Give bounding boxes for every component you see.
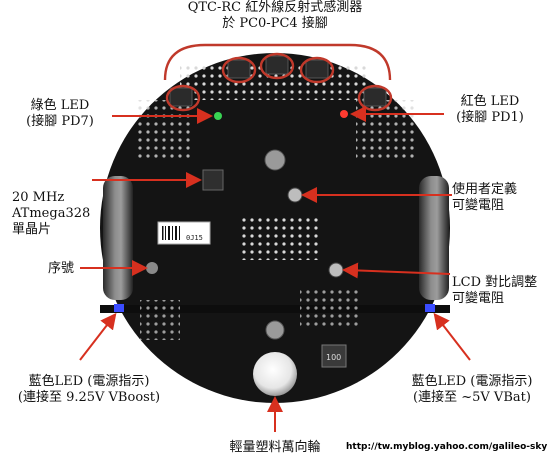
lcd-pot-label-line2: 可變電阻 [452, 291, 505, 306]
capacitor [321, 344, 347, 368]
ir-sensor [169, 87, 193, 107]
barcode [162, 226, 180, 240]
screw-top [264, 149, 286, 171]
hole-array-lower [300, 290, 360, 330]
board-rim [100, 305, 450, 313]
screw-bottom [265, 320, 285, 340]
green-led [214, 112, 222, 120]
caster-label-text: 輕量塑料萬向輪 [229, 440, 321, 455]
green-led-label-line1: 綠色 LED [30, 98, 90, 113]
serial-sticker-text: 0J15 [186, 234, 203, 242]
sensor-title-line2: 於 PC0-PC4 接腳 [222, 16, 328, 31]
ir-sensor [305, 59, 329, 79]
green-led-label: 綠色 LED (接腳 PD7) [10, 98, 110, 130]
robot-board: 0J15 100 [100, 53, 450, 403]
website-link[interactable]: http://tw.myblog.yahoo.com/galileo-sky [346, 442, 548, 452]
caster-label: 輕量塑料萬向輪 [215, 440, 335, 456]
ir-sensor [363, 87, 387, 107]
red-led [340, 110, 348, 118]
mcu-label-line3: 單晶片 [12, 222, 52, 237]
red-led-label-line1: 紅色 LED [460, 94, 520, 109]
ir-sensor [265, 55, 289, 75]
blue-led-right-label-line1: 藍色LED (電源指示) [411, 374, 533, 389]
lcd-pot-label-line1: LCD 對比調整 [452, 275, 538, 290]
arrow-blue-led-right [433, 312, 471, 361]
blue-led-right-label-line2: (連接至 ~5V VBat) [413, 390, 531, 405]
blue-led-left-label: 藍色LED (電源指示) (連接至 9.25V VBoost) [4, 374, 174, 406]
blue-led-right [425, 304, 435, 312]
right-wheel [419, 176, 449, 300]
user-trimpot [287, 187, 303, 203]
left-wheel [103, 176, 133, 300]
capacitor-marking: 100 [326, 353, 341, 362]
blue-led-left-label-line2: (連接至 9.25V VBoost) [17, 390, 161, 405]
arrow-lcd-pot [342, 262, 451, 279]
sensor-title: QTC-RC 紅外線反射式感測器 於 PC0-PC4 接腳 [175, 0, 375, 32]
arrow-blue-led-left [79, 312, 117, 361]
ir-sensor [227, 59, 251, 79]
mcu-label-line2: ATmega328 [12, 206, 91, 221]
atmega328-chip [202, 169, 224, 191]
serial-label-text: 序號 [48, 261, 75, 276]
sensor-bracket [163, 43, 392, 81]
sensor-highlight [163, 43, 393, 112]
blue-led-left [114, 304, 124, 312]
mcu-label: 20 MHz ATmega328 單晶片 [12, 190, 102, 238]
blue-led-right-label: 藍色LED (電源指示) (連接至 ~5V VBat) [396, 374, 548, 406]
caster-ball [253, 352, 297, 396]
callout-arrows [79, 106, 471, 432]
blue-led-left-label-line1: 藍色LED (電源指示) [28, 374, 150, 389]
lcd-pot-label: LCD 對比調整 可變電阻 [452, 275, 547, 307]
user-pot-label: 使用者定義 可變電阻 [452, 182, 547, 214]
red-led-label: 紅色 LED (接腳 PD1) [440, 94, 540, 126]
green-led-label-line2: (接腳 PD7) [26, 114, 94, 129]
red-led-label-line2: (接腳 PD1) [456, 110, 524, 125]
user-pot-label-line2: 可變電阻 [452, 198, 505, 213]
serial-label: 序號 [48, 261, 88, 277]
sensor-title-line1: QTC-RC 紅外線反射式感測器 [187, 0, 363, 15]
user-pot-label-line1: 使用者定義 [452, 182, 518, 197]
serial-sticker [157, 221, 211, 245]
mcu-label-line1: 20 MHz [12, 190, 65, 205]
hole-array-right [356, 100, 416, 160]
hole-array-center [240, 215, 320, 260]
hole-array-lower-left [140, 300, 180, 340]
ir-sensor-row [169, 55, 387, 107]
lcd-trimpot [328, 262, 344, 278]
screw-left [146, 262, 158, 274]
